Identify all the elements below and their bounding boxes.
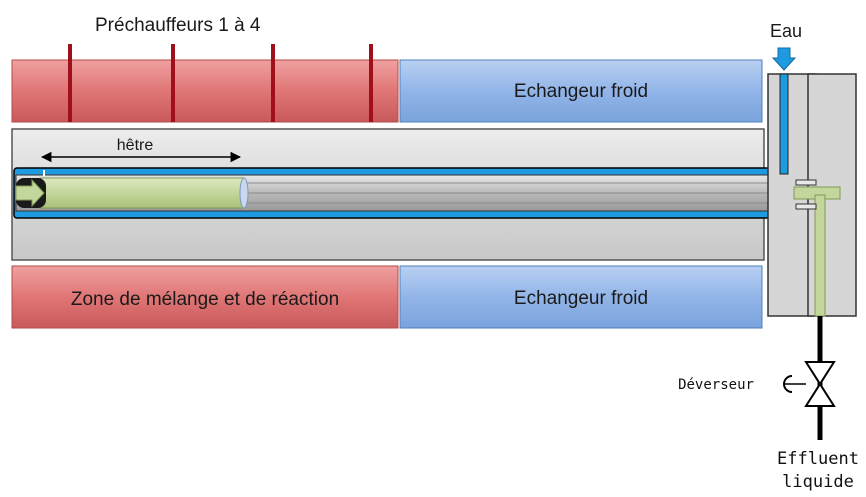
wood-sample-end bbox=[239, 177, 249, 209]
water-inlet-pipe bbox=[779, 73, 789, 175]
cold-exchanger-top-label: Echangeur froid bbox=[514, 81, 648, 102]
mixing-zone-block bbox=[11, 265, 399, 329]
valve-body bbox=[804, 361, 836, 407]
cold-exchanger-bottom-label: Echangeur froid bbox=[514, 288, 648, 309]
effluent-label-line2: liquide bbox=[782, 472, 854, 492]
mixing-zone-label: Zone de mélange et de réaction bbox=[71, 289, 339, 310]
preheaters-label: Préchauffeurs 1 à 4 bbox=[95, 15, 261, 36]
valve-icon bbox=[783, 361, 836, 407]
outlet-pipe-vertical bbox=[814, 194, 826, 317]
wood-sample bbox=[39, 177, 245, 209]
heater-wires bbox=[68, 44, 373, 122]
arrow-right-icon bbox=[15, 178, 45, 208]
preheaters-block bbox=[11, 59, 399, 123]
cold-exchanger-top bbox=[399, 59, 763, 123]
effluent-label-line1: Effluent bbox=[777, 449, 859, 469]
cold-exchanger-bottom bbox=[399, 265, 763, 329]
water-inlet-label: Eau bbox=[770, 21, 802, 41]
seal-bottom bbox=[795, 203, 817, 210]
wood-sample-label: hêtre bbox=[117, 137, 154, 154]
valve-actuator bbox=[783, 375, 793, 393]
tube-lines bbox=[245, 182, 794, 204]
seal-top bbox=[795, 179, 817, 186]
arrow-down-icon bbox=[771, 47, 797, 71]
relief-valve-label: Déverseur bbox=[678, 377, 754, 393]
